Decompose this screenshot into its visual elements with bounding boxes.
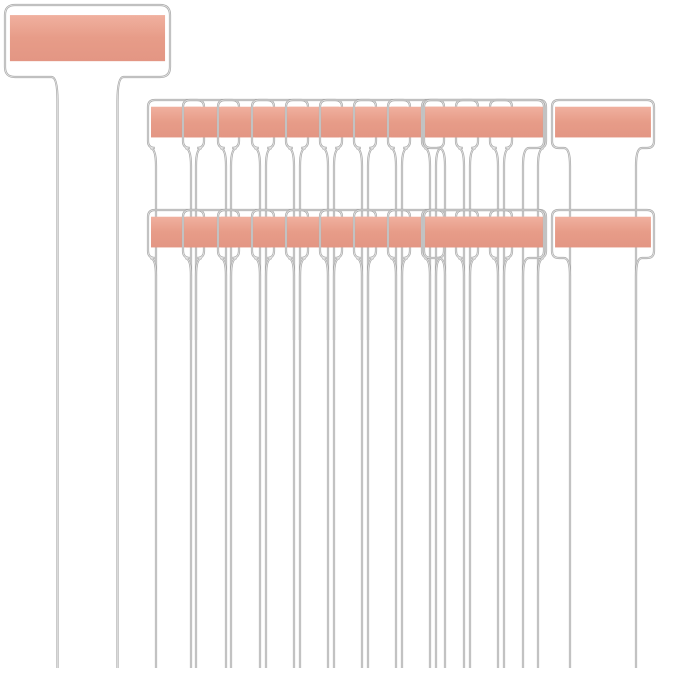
wire-highlight [4, 4, 171, 668]
lower-marker-8 [386, 208, 446, 668]
lower-marker-right [550, 208, 656, 668]
label-plate [427, 216, 541, 248]
wire-highlight [251, 209, 309, 668]
wire-highlight [353, 99, 411, 340]
label-plate [427, 106, 541, 138]
label-plate [555, 216, 651, 248]
lower-marker-11 [488, 208, 548, 668]
lower-marker-1 [146, 208, 206, 668]
lower-marker-9 [420, 208, 480, 668]
wire-highlight [551, 99, 655, 340]
wire-highlight [217, 209, 275, 668]
wire-highlight [353, 209, 411, 668]
lower-marker-wide [422, 208, 546, 668]
plant-marker-stakes [3, 3, 656, 668]
wire-highlight [387, 209, 445, 668]
wire-highlight [251, 99, 309, 340]
wire-highlight [182, 99, 240, 340]
upper-marker-right [550, 98, 656, 340]
wire-frame [550, 208, 656, 668]
lower-marker-10 [454, 208, 514, 668]
wire-highlight [217, 99, 275, 340]
label-plate [9, 15, 166, 62]
wire-highlight [285, 209, 343, 668]
wire-highlight [489, 209, 547, 668]
wire-highlight [285, 99, 343, 340]
wire-highlight [319, 209, 377, 668]
wire-highlight [319, 99, 377, 340]
wire-highlight [423, 209, 545, 668]
lower-marker-3 [216, 208, 276, 668]
wire-frame [3, 3, 172, 668]
wire-highlight [551, 209, 655, 668]
lower-marker-2 [181, 208, 241, 668]
wire-highlight [455, 209, 513, 668]
wire-highlight [147, 209, 205, 668]
wire-highlight [182, 209, 240, 668]
wire-highlight [147, 99, 205, 340]
lower-marker-5 [284, 208, 344, 668]
wire-highlight [423, 99, 545, 340]
wire-frame [422, 208, 546, 668]
large-marker [3, 3, 172, 668]
upper-marker-wide [422, 98, 546, 340]
lower-marker-6 [318, 208, 378, 668]
label-plate [555, 106, 651, 138]
wire-highlight [421, 209, 479, 668]
lower-marker-4 [250, 208, 310, 668]
lower-marker-7 [352, 208, 412, 668]
